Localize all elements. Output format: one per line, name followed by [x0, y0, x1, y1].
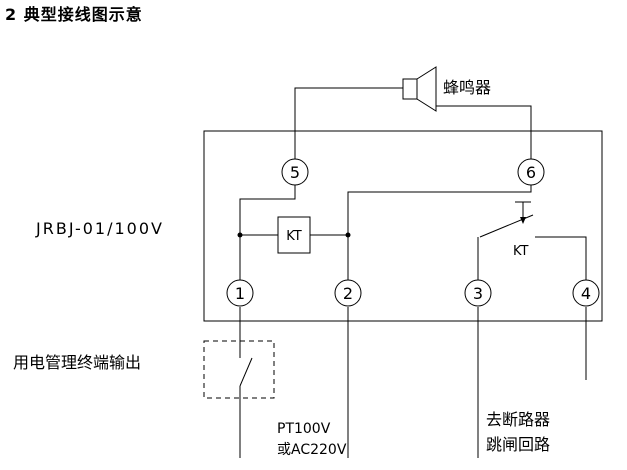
output-switch	[203, 340, 275, 399]
pt-label-line2: 或AC220V	[277, 442, 347, 458]
diagram-title: 2 典型接线图示意	[5, 5, 143, 24]
contact-actuator-arrow	[520, 217, 526, 224]
wire-6-to-2	[347, 185, 532, 280]
output-dashed-box	[203, 340, 275, 399]
terminal-4	[572, 279, 600, 307]
terminal-5-label: 5	[290, 163, 300, 182]
relay-kt-box	[277, 216, 311, 254]
terminal-1-label: 1	[235, 284, 245, 303]
terminal-1	[226, 279, 254, 307]
terminal-6	[517, 158, 545, 186]
pt-label-line1: PT100V	[277, 421, 331, 437]
buzzer-driver	[402, 78, 418, 100]
wire-6-to-buzzer	[428, 105, 532, 159]
breaker-label-line1: 去断路器	[486, 410, 550, 429]
relay-kt-label: KT	[286, 229, 302, 244]
terminal-3-label: 3	[473, 284, 483, 303]
terminals: 5 6 1 2 3 4	[226, 158, 600, 307]
device-model-label: JRBJ-01/100V	[35, 219, 164, 238]
output-switch-blade	[239, 357, 253, 387]
contact-actuator	[515, 201, 531, 218]
junction-dot-right	[345, 232, 351, 238]
kt-contact	[479, 201, 534, 238]
buzzer-label: 蜂鸣器	[443, 78, 491, 97]
terminal-5	[281, 158, 309, 186]
wires	[237, 87, 587, 458]
buzzer-horn	[416, 66, 437, 112]
terminal-2-label: 2	[343, 284, 353, 303]
wire-5-to-1	[239, 185, 296, 280]
contact-kt-label: KT	[513, 244, 529, 259]
junction-dot-left	[237, 232, 243, 238]
output-label: 用电管理终端输出	[13, 353, 141, 372]
wire-contact-to-4	[535, 236, 587, 280]
buzzer-icon	[402, 66, 437, 112]
breaker-label-line2: 跳闸回路	[486, 435, 550, 454]
terminal-2	[334, 279, 362, 307]
terminal-6-label: 6	[526, 163, 536, 182]
terminal-3	[464, 279, 492, 307]
wire-5-to-buzzer	[294, 87, 405, 159]
terminal-4-label: 4	[581, 284, 591, 303]
device-box	[203, 130, 603, 322]
